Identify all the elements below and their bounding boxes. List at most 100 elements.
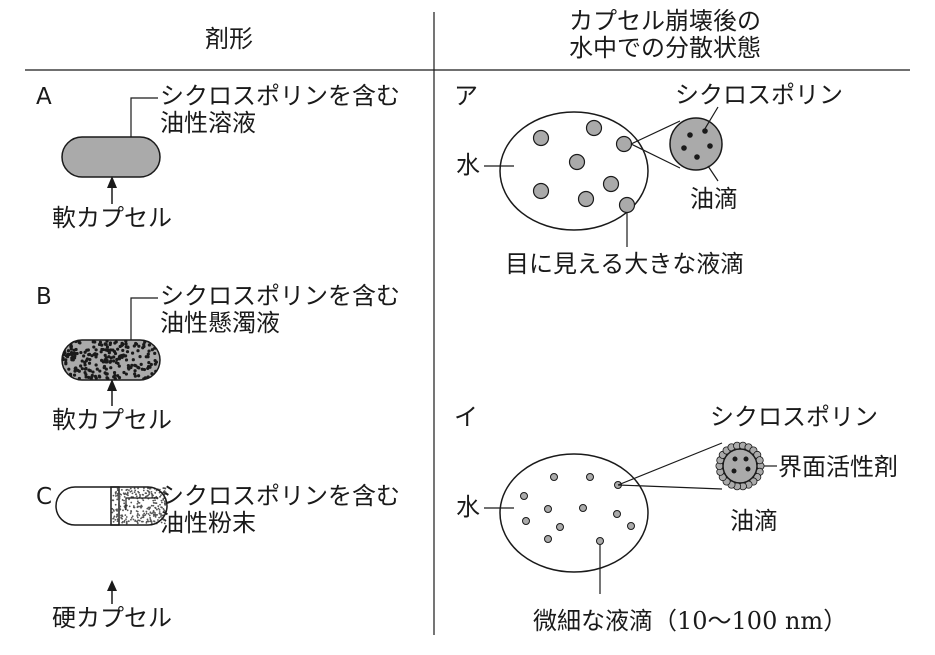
suspension-particle — [146, 352, 150, 356]
dispersion-b-droplet-label: 微細な液滴（10～100 nm） — [533, 607, 847, 635]
suspension-particle — [121, 348, 125, 353]
formulation-a-content-line1: シクロスポリンを含む — [160, 82, 400, 110]
powder-particle — [136, 505, 139, 508]
powder-particle — [154, 512, 156, 514]
suspension-particle — [90, 354, 94, 358]
powder-particle — [160, 521, 163, 524]
powder-particle — [161, 501, 163, 504]
powder-particle — [163, 509, 166, 512]
fine-droplet — [522, 517, 530, 525]
hard-capsule-body — [110, 486, 168, 526]
powder-particle — [150, 491, 153, 493]
formulation-a-content-line2: 油性溶液 — [160, 109, 256, 137]
powder-particle — [147, 520, 150, 523]
suspension-particle — [83, 363, 87, 367]
powder-particle — [118, 495, 121, 498]
powder-particle — [140, 517, 142, 520]
suspension-particle — [133, 369, 137, 373]
oil-droplet — [618, 196, 636, 214]
powder-particle — [126, 509, 129, 512]
powder-particle — [157, 505, 160, 508]
powder-particle — [122, 509, 124, 512]
formulation-b: B シクロスポリンを含む 油性懸濁液 軟カプセル — [36, 282, 400, 434]
suspension-particle — [144, 355, 148, 359]
powder-particle — [112, 520, 115, 523]
powder-particle — [118, 514, 121, 516]
dispersion-b-surfactant-label: 界面活性剤 — [778, 453, 898, 481]
suspension-particle — [62, 340, 66, 344]
suspension-particle — [116, 361, 120, 366]
powder-particle — [112, 517, 114, 520]
powder-particle — [147, 513, 150, 515]
zoom-line-top — [617, 442, 723, 486]
powder-particle — [129, 512, 132, 515]
suspension-particle — [79, 350, 83, 355]
powder-particle — [145, 520, 148, 523]
oil-droplet — [602, 175, 620, 193]
powder-particle — [125, 518, 127, 520]
dispersion-a-droplet-label: 目に見える大きな液滴 — [505, 250, 744, 278]
formulation-b-content-line2: 油性懸濁液 — [160, 309, 280, 337]
powder-particle — [152, 501, 155, 504]
powder-particle — [129, 490, 132, 493]
suspension-particle — [130, 351, 135, 355]
powder-particle — [116, 487, 119, 490]
suspension-particle — [112, 375, 116, 379]
suspension-particle — [134, 342, 139, 346]
powder-particle — [132, 505, 135, 507]
powder-particle — [144, 492, 147, 495]
powder-particle — [148, 507, 151, 510]
powder-particle — [145, 512, 148, 515]
powder-particle — [114, 518, 117, 521]
micelle-core — [722, 448, 758, 484]
powder-particle — [112, 494, 115, 497]
powder-particle — [132, 518, 135, 521]
dispersion-b-drug-label: シクロスポリン — [710, 403, 878, 431]
powder-particle — [158, 511, 161, 513]
powder-particle — [139, 493, 141, 496]
suspension-particle — [153, 362, 157, 366]
powder-particle — [123, 495, 126, 498]
water-ellipse-a — [499, 111, 649, 231]
suspension-particle — [95, 367, 99, 371]
suspension-particle — [142, 342, 146, 347]
suspension-particle — [106, 348, 110, 353]
powder-particle — [159, 496, 161, 498]
drug-molecule — [743, 456, 749, 462]
formulation-b-content-line1: シクロスポリンを含む — [160, 282, 400, 310]
powder-particle — [113, 510, 115, 512]
powder-particle — [162, 518, 165, 521]
suspension-particle — [72, 351, 76, 356]
powder-particle — [136, 522, 139, 525]
suspension-particle — [67, 367, 71, 371]
powder-particle — [130, 510, 132, 512]
suspension-particle — [69, 344, 73, 349]
fine-droplet — [550, 473, 558, 481]
suspension-particle — [75, 351, 79, 356]
fine-droplet — [596, 537, 604, 545]
suspension-particle — [102, 366, 106, 370]
powder-particle — [152, 499, 155, 502]
suspension-particle — [103, 342, 107, 346]
powder-particle — [127, 494, 129, 497]
dispersion-a: ア シクロスポリン 油滴 水 目に見える大きな液滴 — [454, 81, 843, 278]
suspension-particle — [132, 344, 136, 348]
suspension-particle — [105, 345, 110, 349]
suspension-particle — [99, 350, 103, 354]
powder-particle — [120, 488, 123, 491]
powder-particle — [154, 506, 157, 509]
suspension-particle — [124, 358, 129, 362]
suspension-particle — [116, 374, 120, 378]
powder-particle — [114, 503, 117, 506]
powder-particle — [153, 520, 155, 522]
powder-particle — [130, 501, 133, 504]
dispersion-b-letter: イ — [454, 403, 478, 431]
suspension-particle — [98, 369, 102, 373]
suspension-particle — [64, 358, 68, 362]
suspension-particle — [84, 366, 88, 371]
suspension-particle — [72, 373, 77, 377]
suspension-particle — [70, 358, 74, 362]
powder-particle — [149, 487, 152, 490]
suspension-particle — [94, 363, 98, 367]
suspension-particle — [74, 347, 78, 352]
